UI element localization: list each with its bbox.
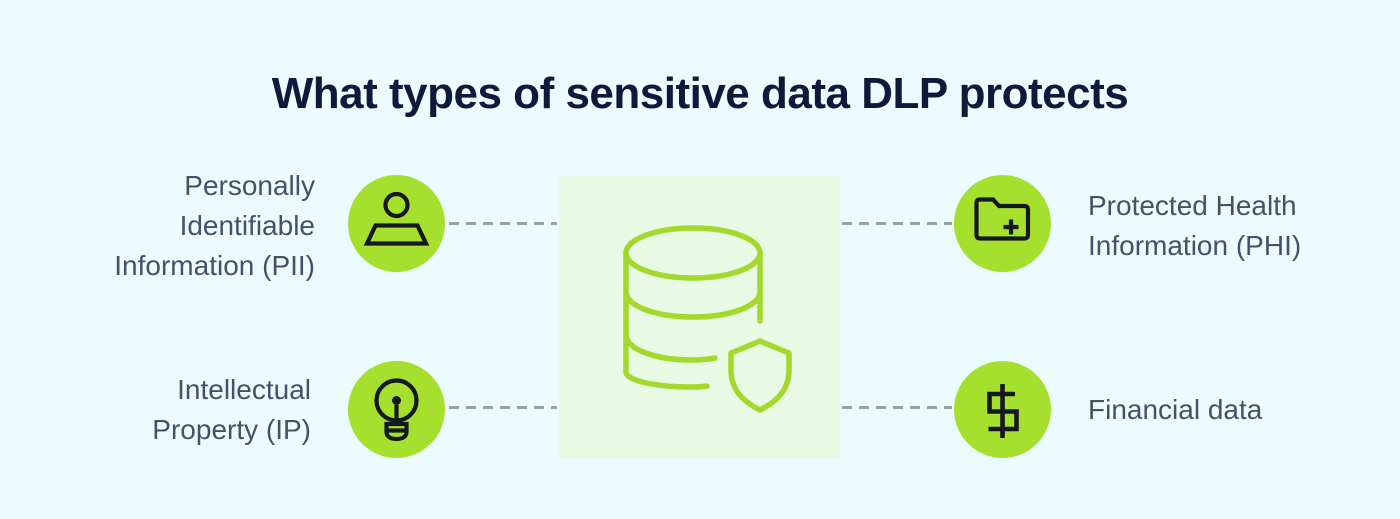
page-title: What types of sensitive data DLP protect… bbox=[271, 69, 1129, 118]
financial-badge bbox=[954, 361, 1051, 458]
label-ip: Intellectual Property (IP) bbox=[31, 370, 311, 450]
database-shield-icon bbox=[623, 225, 792, 413]
connector-dash-bottom-left bbox=[449, 406, 557, 409]
label-phi: Protected Health Information (PHI) bbox=[1088, 186, 1301, 266]
label-pii: Personally Identifiable Information (PII… bbox=[35, 166, 315, 286]
dollar-icon bbox=[987, 384, 1019, 438]
label-pii-line2: Identifiable bbox=[179, 210, 315, 241]
folder-plus-icon bbox=[974, 197, 1031, 241]
label-phi-line1: Protected Health bbox=[1088, 190, 1297, 221]
connector-dash-top-left bbox=[449, 222, 557, 225]
ip-badge bbox=[348, 361, 445, 458]
connector-dash-bottom-right bbox=[842, 406, 952, 409]
label-pii-line1: Personally bbox=[184, 170, 315, 201]
label-pii-line3: Information (PII) bbox=[114, 250, 315, 281]
pii-badge bbox=[348, 175, 445, 272]
label-financial: Financial data bbox=[1088, 390, 1262, 430]
label-ip-line1: Intellectual bbox=[177, 374, 311, 405]
lightbulb-icon bbox=[374, 378, 419, 442]
phi-badge bbox=[954, 175, 1051, 272]
connector-dash-top-right bbox=[842, 222, 952, 225]
center-illustration bbox=[559, 176, 840, 458]
label-financial-line1: Financial data bbox=[1088, 394, 1263, 425]
person-icon bbox=[363, 191, 430, 246]
label-phi-line2: Information (PHI) bbox=[1088, 230, 1302, 261]
label-ip-line2: Property (IP) bbox=[152, 414, 311, 445]
